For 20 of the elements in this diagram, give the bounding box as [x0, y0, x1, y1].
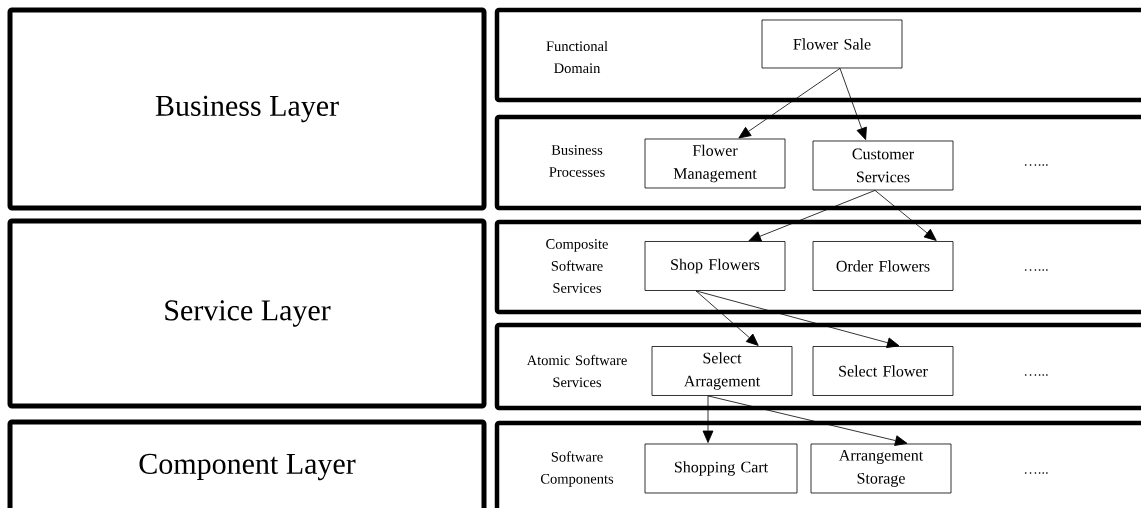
arrow [748, 190, 876, 242]
process-box: Flower Management [644, 138, 786, 189]
layer-box: Component Layer [7, 419, 487, 508]
process-box: Flower Sale [761, 19, 903, 69]
arrow [707, 395, 908, 446]
process-box: Shopping Cart [644, 443, 798, 494]
process-box: Order Flowers [812, 241, 954, 291]
arrow [839, 68, 867, 140]
process-box: Customer Services [812, 140, 954, 191]
layer-box: Service Layer [7, 218, 487, 409]
process-box: Select Arragement [651, 346, 793, 396]
process-box: Shop Flowers [644, 241, 786, 291]
layer-box: Business Layer [7, 7, 487, 211]
arrow [702, 395, 714, 443]
arrow [695, 290, 900, 348]
arrow [695, 290, 759, 346]
process-box: Select Flower [812, 346, 954, 396]
process-box: Arrangement Storage [810, 443, 952, 494]
arrow [738, 68, 841, 139]
arrow [874, 190, 937, 241]
